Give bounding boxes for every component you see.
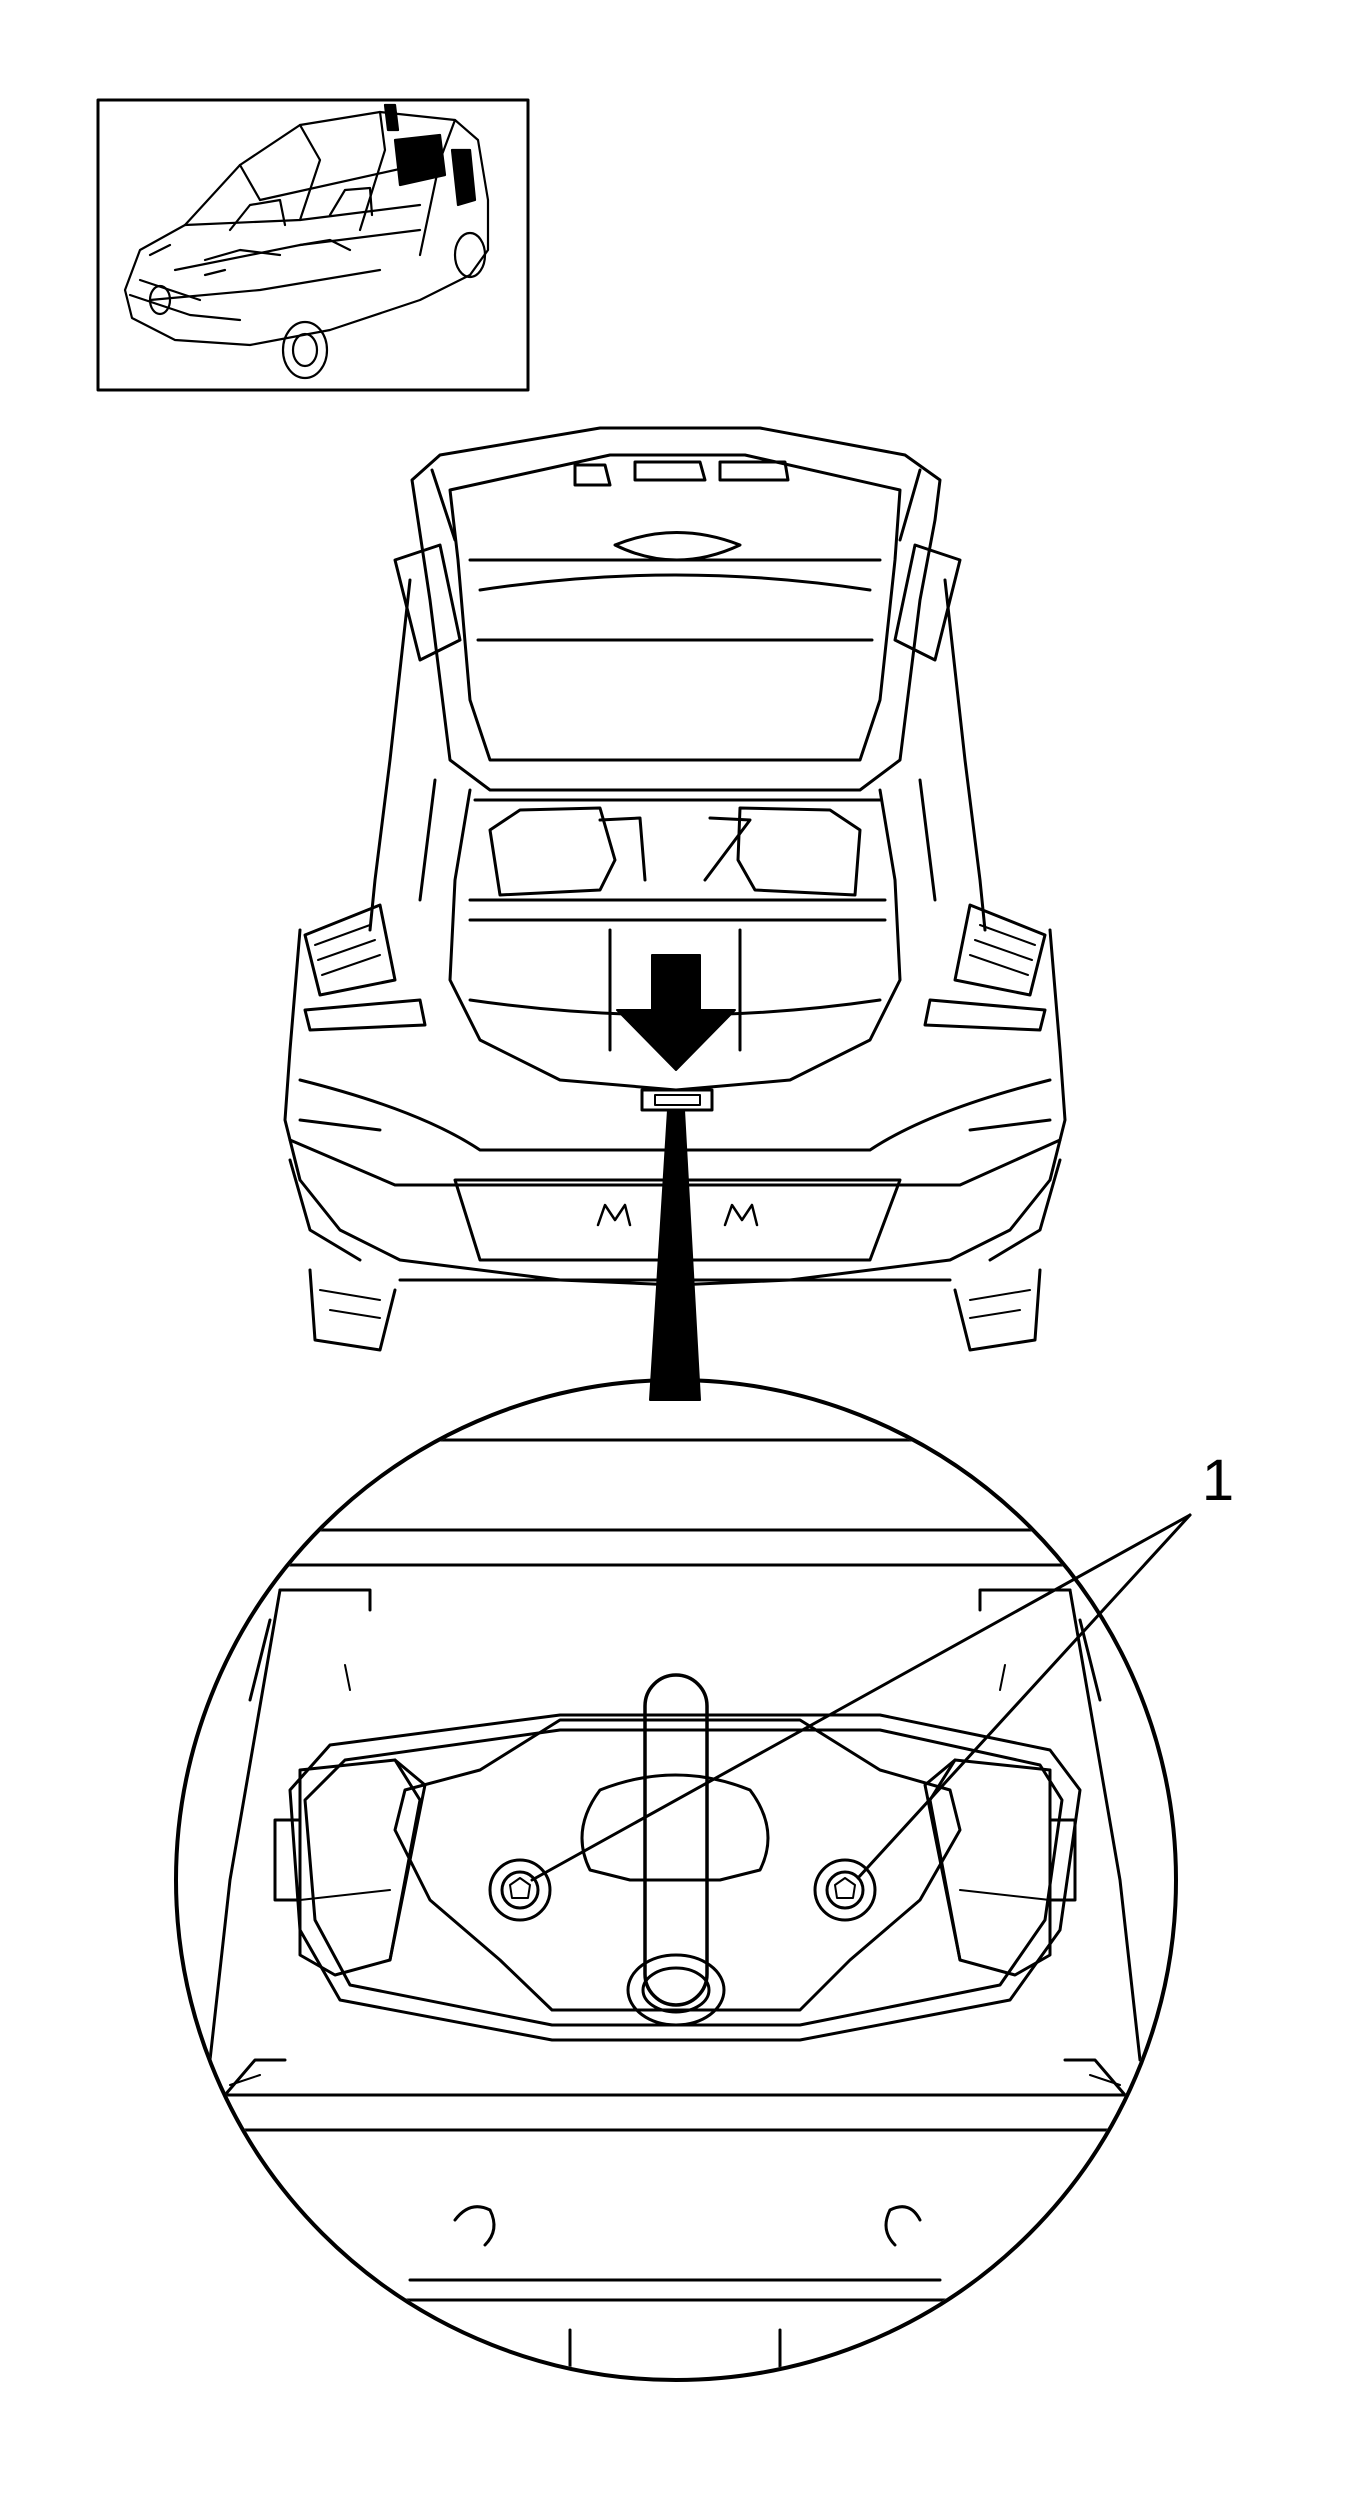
vehicle-location-thumbnail-icon — [96, 98, 530, 392]
detail-leader — [649, 1109, 701, 1401]
callout-leader-lines — [530, 1513, 1192, 1882]
down-arrow-icon — [616, 954, 736, 1071]
bolt-icon — [813, 1858, 877, 1922]
detail-magnifier-circle-icon — [174, 1378, 1178, 2382]
bolt-icon — [488, 1858, 552, 1922]
callout-label-1: 1 — [1202, 1448, 1234, 1513]
